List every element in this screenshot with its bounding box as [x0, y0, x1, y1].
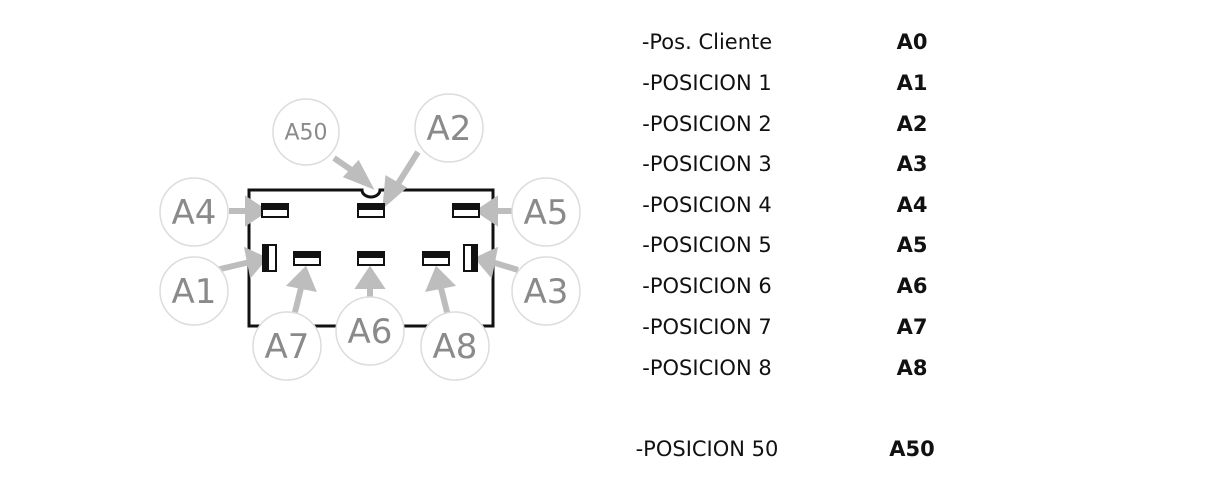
bubble-a50: [272, 98, 340, 166]
bubble-a7: [252, 311, 322, 381]
position-code: A3: [896, 152, 928, 176]
bubble-a1: [159, 256, 229, 326]
callout-a7: A7: [265, 327, 310, 367]
callout-a8: A8: [433, 327, 478, 367]
position-label: -POSICION 50: [635, 437, 779, 461]
position-label: -Pos. Cliente: [641, 30, 773, 54]
position-code: A8: [896, 356, 928, 380]
callout-a3: A3: [524, 272, 569, 312]
position-code: A7: [896, 315, 928, 339]
position-label: -POSICION 7: [642, 315, 772, 339]
position-code: A2: [896, 112, 928, 136]
position-code: A5: [896, 233, 928, 257]
callout-a5: A5: [524, 193, 569, 233]
bubble-a5: [511, 177, 581, 247]
pin-slots: [261, 203, 480, 272]
callout-a1: A1: [172, 272, 217, 312]
callout-a6: A6: [348, 312, 393, 352]
position-label: -POSICION 5: [642, 233, 772, 257]
callout-bubbles: A50 A2 A4 A5 A1 A3 A7 A6 A8: [159, 93, 581, 381]
position-label: -POSICION 1: [642, 71, 772, 95]
position-label: -POSICION 8: [642, 356, 772, 380]
callout-a2: A2: [427, 109, 472, 149]
position-code: A1: [896, 71, 928, 95]
connector-diagram: A50 A2 A4 A5 A1 A3 A7 A6 A8: [159, 93, 581, 381]
bubble-a6: [335, 296, 405, 366]
position-label: -POSICION 6: [642, 274, 772, 298]
callout-a4: A4: [172, 193, 217, 233]
position-code: A6: [896, 274, 928, 298]
position-label: -POSICION 3: [642, 152, 772, 176]
callout-a50: A50: [284, 121, 327, 146]
bubble-a4: [159, 177, 229, 247]
position-code: A50: [889, 437, 935, 461]
arrows: [215, 150, 519, 317]
bubble-a3: [511, 256, 581, 326]
bubble-a2: [414, 93, 484, 163]
bubble-a8: [420, 311, 490, 381]
position-label: -POSICION 2: [642, 112, 772, 136]
position-label: -POSICION 4: [642, 193, 772, 217]
position-code: A4: [896, 193, 928, 217]
position-code: A0: [896, 30, 928, 54]
